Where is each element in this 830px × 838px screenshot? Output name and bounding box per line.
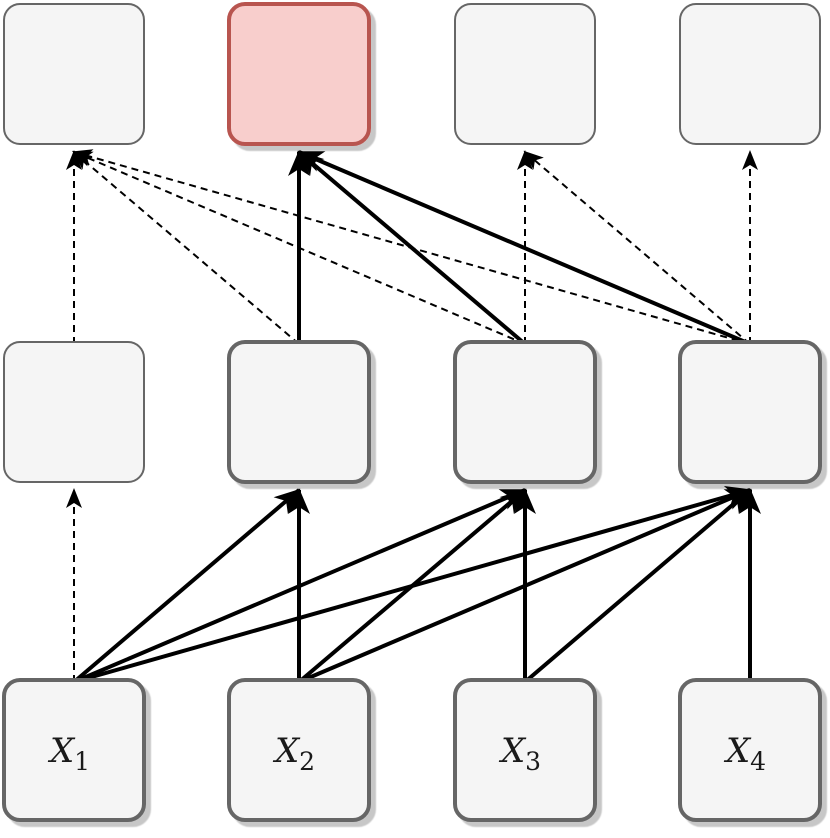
- input-node-box-3: [453, 678, 597, 822]
- hidden-node-2: [227, 340, 371, 484]
- output-node-box-4: [679, 3, 821, 145]
- edge-h2-to-o1: [72, 150, 300, 345]
- input-node-box-4: [678, 678, 822, 822]
- hidden-node-1: [3, 341, 145, 483]
- input-node-label-2: X2: [272, 731, 315, 776]
- output-node-1: [3, 3, 145, 145]
- input-node-4: X4: [678, 678, 822, 822]
- hidden-node-box-1: [3, 341, 145, 483]
- input-node-label-4: X4: [723, 731, 766, 776]
- hidden-node-box-4: [678, 340, 822, 484]
- edge-x2-to-h3: [297, 488, 527, 684]
- edge-h3-to-o2: [297, 150, 527, 346]
- edges-layer: [66, 149, 761, 684]
- output-node-3: [454, 3, 596, 145]
- input-node-1: X1: [2, 678, 146, 822]
- output-node-2: [227, 2, 371, 146]
- nodes-layer: X1 X2 X3 X4: [2, 2, 822, 822]
- output-node-box-2: [227, 2, 371, 146]
- output-node-4: [679, 3, 821, 145]
- edge-x3-to-h4: [523, 488, 752, 684]
- edge-h4-to-o3: [523, 150, 751, 345]
- input-node-label-3: X3: [498, 731, 541, 776]
- output-node-box-3: [454, 3, 596, 145]
- hidden-node-3: [453, 340, 597, 484]
- input-node-label-1: X1: [47, 731, 90, 776]
- input-node-box-1: [2, 678, 146, 822]
- output-node-box-1: [3, 3, 145, 145]
- hidden-node-4: [678, 340, 822, 484]
- hidden-node-box-3: [453, 340, 597, 484]
- input-node-3: X3: [453, 678, 597, 822]
- input-node-box-2: [227, 678, 371, 822]
- edge-x1-to-h2: [72, 488, 301, 684]
- input-node-2: X2: [227, 678, 371, 822]
- hidden-node-box-2: [227, 340, 371, 484]
